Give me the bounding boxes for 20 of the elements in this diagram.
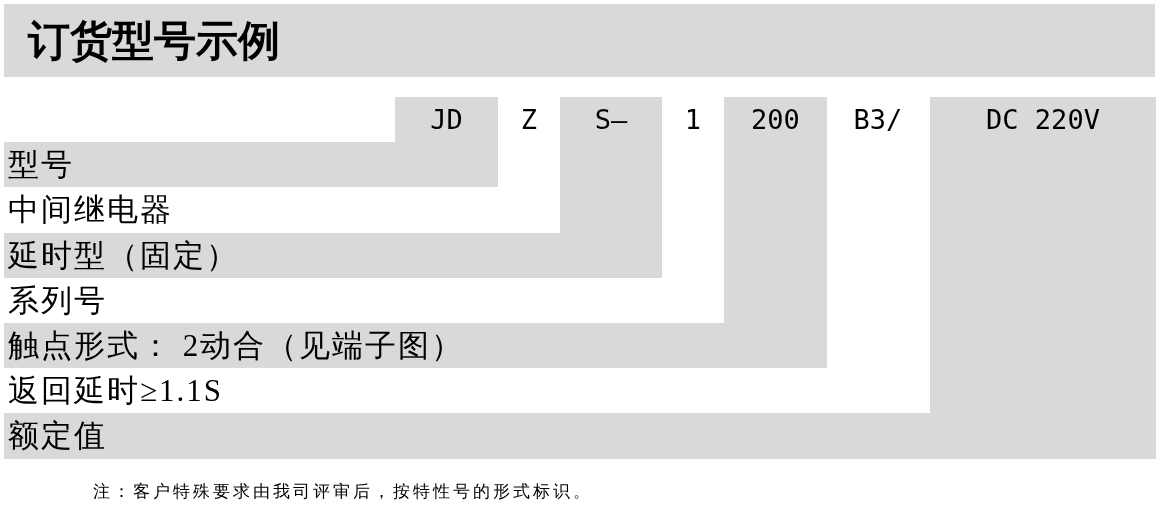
model-code: Z: [520, 103, 538, 136]
row-label: 中间继电器: [8, 192, 173, 228]
row-label: 返回延时≥1.1S: [8, 372, 223, 409]
model-code: JD: [430, 103, 463, 136]
row-label: 触点形式： 2动合（见端子图）: [8, 327, 465, 364]
shaded-band: [4, 97, 662, 278]
row-label: 型号: [8, 146, 74, 183]
shaded-band: [4, 97, 498, 187]
model-code: S—: [594, 103, 628, 136]
shaded-band: [4, 97, 827, 368]
shaded-band: [4, 97, 1156, 459]
model-code: B3/: [853, 103, 903, 136]
title: 订货型号示例: [28, 15, 280, 66]
row-label: 额定值: [8, 418, 107, 454]
model-code: DC 220V: [986, 103, 1100, 136]
model-code: 1: [684, 103, 702, 136]
note: 注：客户特殊要求由我司评审后，按特性号的形式标识。: [93, 481, 593, 503]
row-label: 延时型（固定）: [8, 237, 239, 274]
row-label: 系列号: [8, 282, 107, 319]
model-code: 200: [751, 103, 800, 136]
